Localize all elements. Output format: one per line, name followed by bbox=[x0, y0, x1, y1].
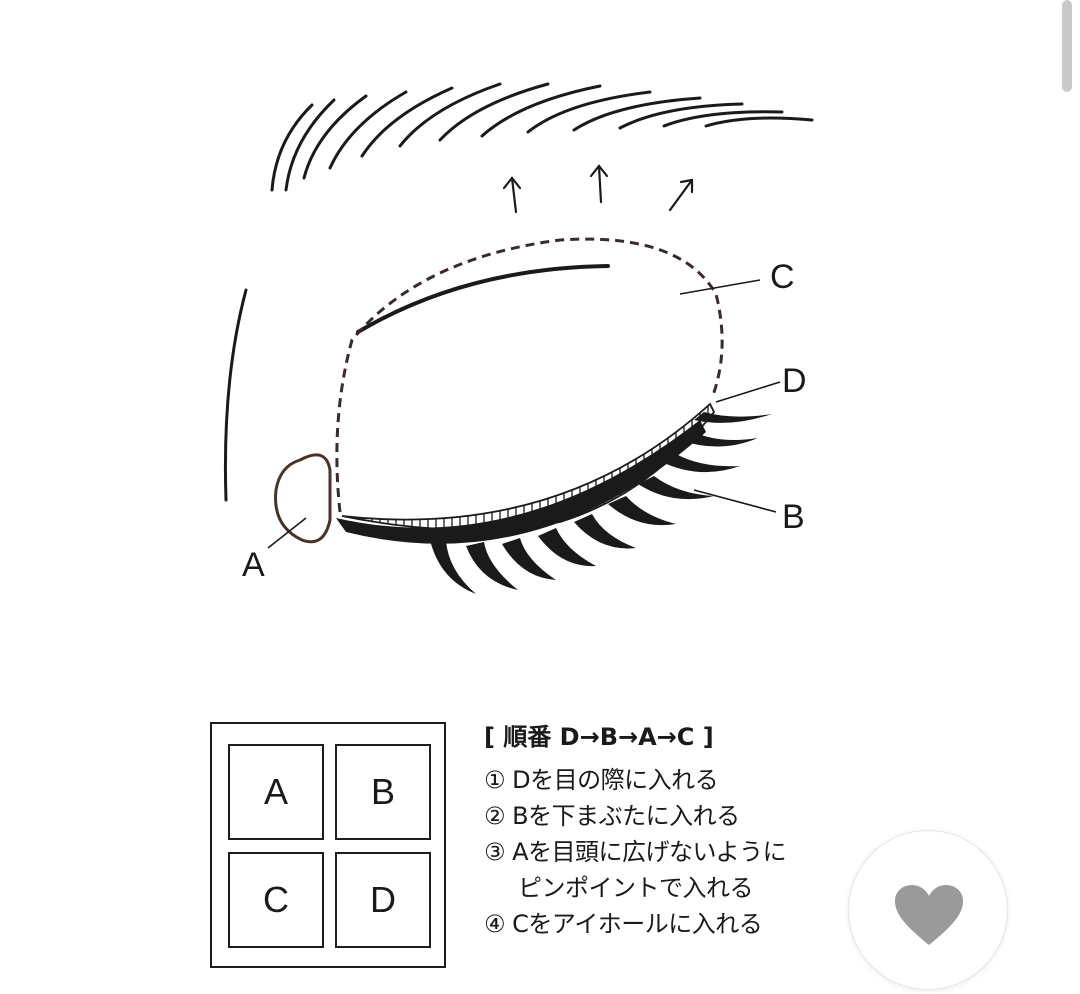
label-a: A bbox=[242, 546, 265, 584]
palette-pan-b: B bbox=[335, 744, 431, 840]
area-a-outline bbox=[274, 453, 332, 544]
leader-lines bbox=[267, 279, 781, 549]
instruction-step-4: ④ Cをアイホールに入れる bbox=[484, 910, 763, 938]
palette-pan-d: D bbox=[335, 852, 431, 948]
palette-pan-c: C bbox=[228, 852, 324, 948]
instruction-step-3-continued: ピンポイントで入れる bbox=[518, 874, 754, 902]
instruction-step-2: ② Bを下まぶたに入れる bbox=[484, 802, 740, 830]
scrollbar-thumb[interactable] bbox=[1062, 0, 1072, 92]
order-title: [ 順番 D→B→A→C ] bbox=[484, 723, 714, 751]
label-b: B bbox=[782, 498, 805, 536]
eyeshadow-palette-grid: A B C D bbox=[210, 722, 446, 968]
instruction-step-1: ① Dを目の際に入れる bbox=[484, 766, 719, 794]
label-c: C bbox=[770, 258, 795, 296]
eye-crease bbox=[356, 264, 610, 334]
palette-pan-a: A bbox=[228, 744, 324, 840]
application-instructions: [ 順番 D→B→A→C ] ① Dを目の際に入れる ② Bを下まぶたに入れる … bbox=[484, 718, 884, 942]
like-button[interactable] bbox=[848, 830, 1008, 990]
instruction-step-3: ③ Aを目頭に広げないように bbox=[484, 838, 787, 866]
area-d-hatched bbox=[341, 402, 716, 531]
eye-makeup-diagram: C D B A bbox=[223, 82, 814, 594]
eyebrow bbox=[270, 82, 814, 192]
heart-icon bbox=[895, 885, 963, 945]
area-c-outline bbox=[335, 237, 724, 513]
label-d: D bbox=[782, 362, 807, 400]
lift-arrows bbox=[502, 164, 694, 214]
face-contour bbox=[223, 288, 248, 502]
